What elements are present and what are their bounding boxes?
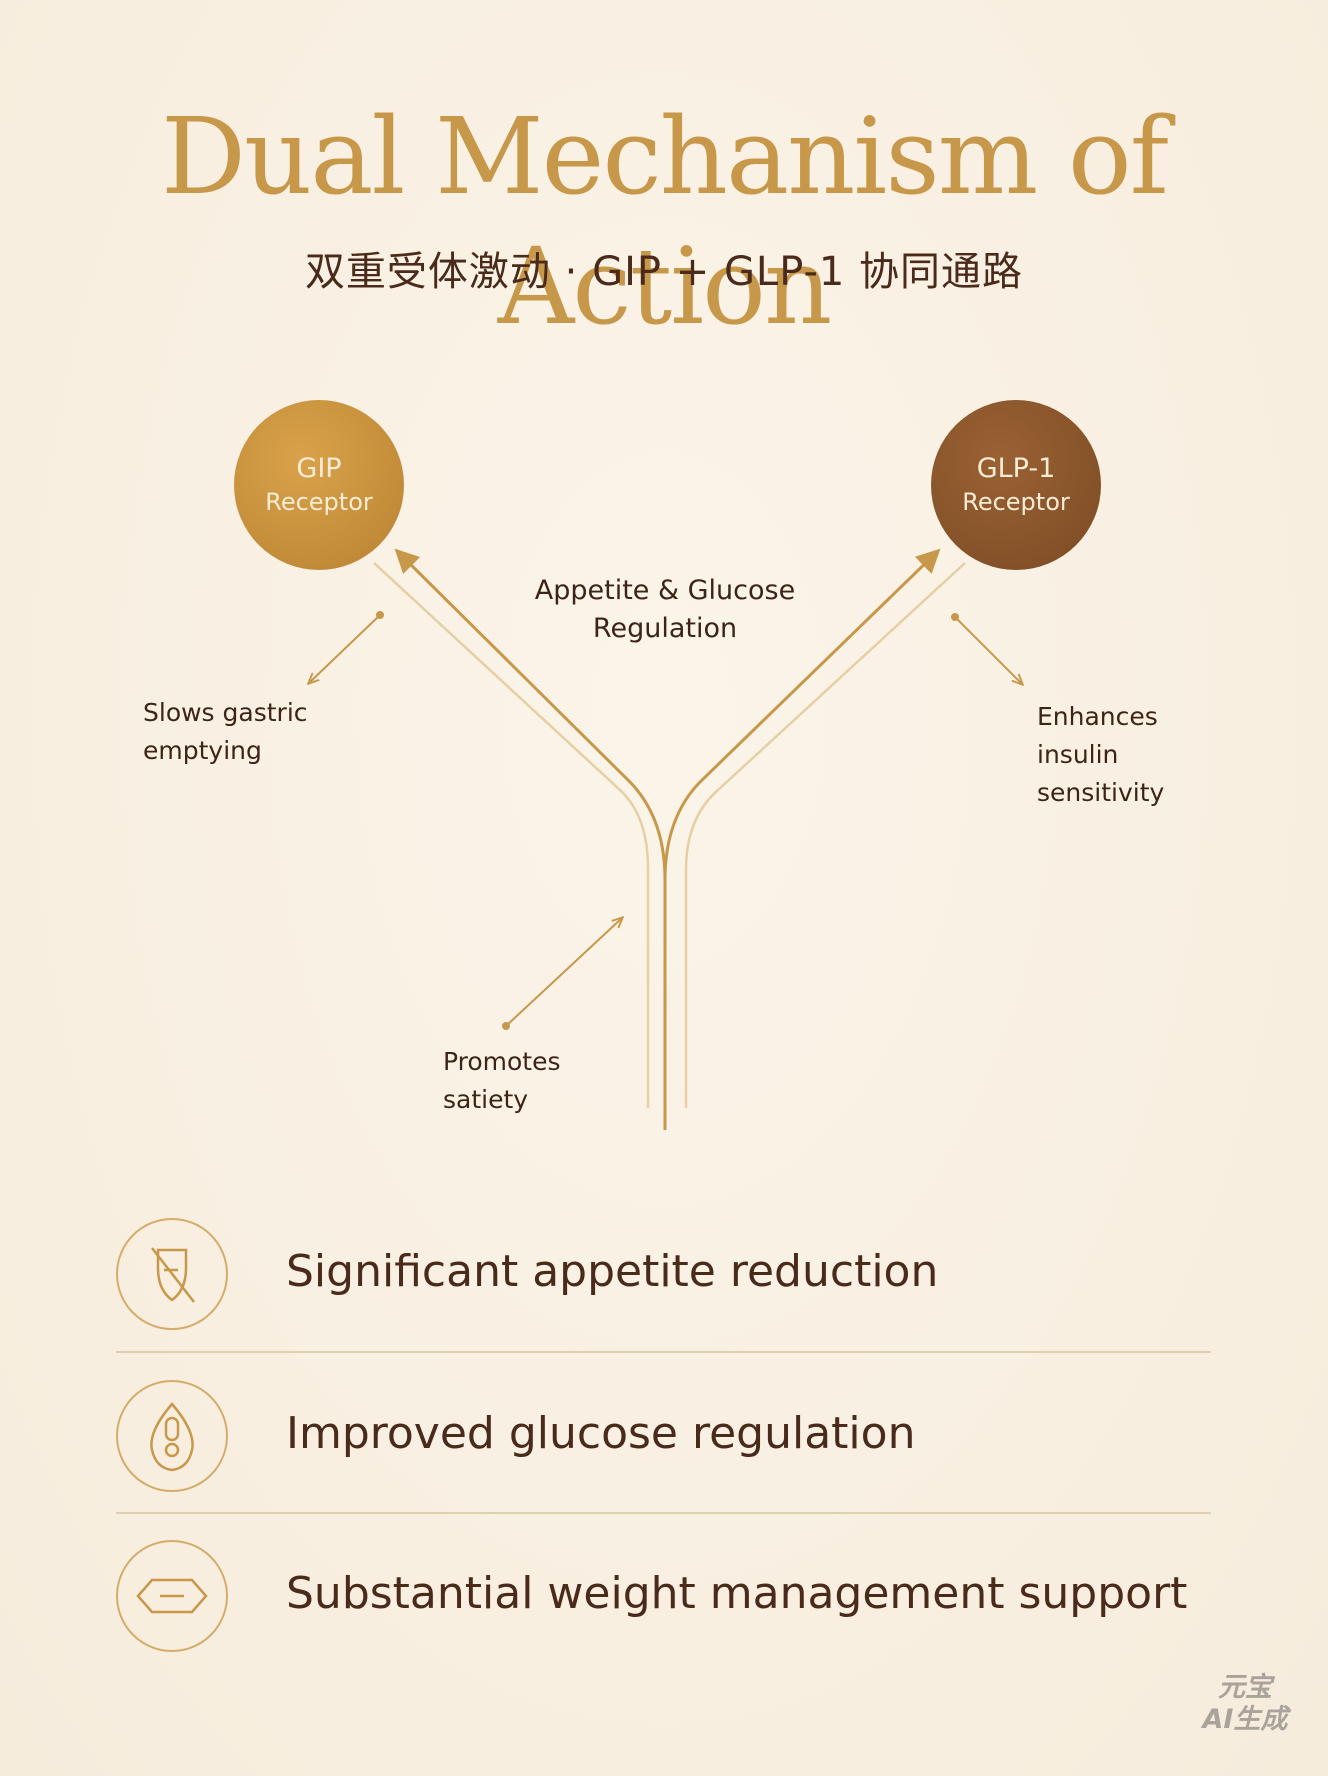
watermark-logo: 元宝 AI生成 (1180, 1672, 1310, 1736)
center-label: Appetite & Glucose Regulation (520, 572, 810, 648)
effect-bottom-label: Promotes satiety (443, 1043, 561, 1119)
page-subtitle: 双重受体激动 · GIP + GLP-1 协同通路 (304, 249, 1024, 295)
effect-right-line1: Enhances (1037, 702, 1158, 731)
feature-divider (116, 1351, 1211, 1353)
effect-arrow-right (954, 616, 1022, 684)
no-food-icon (116, 1218, 228, 1330)
pathway-arm-glp1 (663, 548, 941, 881)
pathway-line-outer-left (373, 562, 650, 1108)
effect-right-line2: insulin (1037, 740, 1119, 769)
center-label-line2: Regulation (592, 613, 738, 644)
effect-right-label: Enhances insulin sensitivity (1037, 698, 1164, 812)
gip-receptor-name: GIP (296, 453, 342, 484)
watermark-line1: 元宝 (1218, 1672, 1272, 1703)
effect-left-line2: emptying (143, 736, 262, 765)
effect-right-line3: sensitivity (1037, 778, 1165, 807)
feature-label: Improved glucose regulation (286, 1408, 916, 1459)
feature-label: Significant appetite reduction (286, 1246, 939, 1297)
feature-row-glucose: Improved glucose regulation (116, 1380, 1211, 1540)
glp1-receptor-sub: Receptor (962, 488, 1070, 516)
effect-bottom-line1: Promotes (443, 1047, 561, 1076)
glp1-receptor-node: GLP-1 Receptor (931, 400, 1101, 570)
feature-label: Substantial weight management support (286, 1568, 1188, 1619)
pathway-line-outer-right (684, 562, 966, 1108)
feature-divider (116, 1512, 1211, 1514)
page-title: Dual Mechanism of Action (161, 95, 1169, 348)
glp1-receptor-name: GLP-1 (976, 453, 1056, 484)
gip-receptor-node: GIP Receptor (234, 400, 404, 570)
glucose-drop-icon (116, 1380, 228, 1492)
weight-band-icon (116, 1540, 228, 1652)
gip-receptor-sub: Receptor (265, 488, 373, 516)
watermark-line2: AI生成 (1202, 1704, 1288, 1735)
feature-row-weight: Substantial weight management support (116, 1540, 1211, 1700)
effect-arrow-bottom (505, 918, 622, 1027)
effect-left-label: Slows gastric emptying (143, 694, 308, 770)
effect-bottom-line2: satiety (443, 1085, 529, 1114)
feature-row-appetite: Significant appetite reduction (116, 1218, 1211, 1378)
effect-left-line1: Slows gastric (143, 698, 308, 727)
effect-arrow-left (309, 614, 381, 683)
center-label-line1: Appetite & Glucose (534, 575, 796, 606)
